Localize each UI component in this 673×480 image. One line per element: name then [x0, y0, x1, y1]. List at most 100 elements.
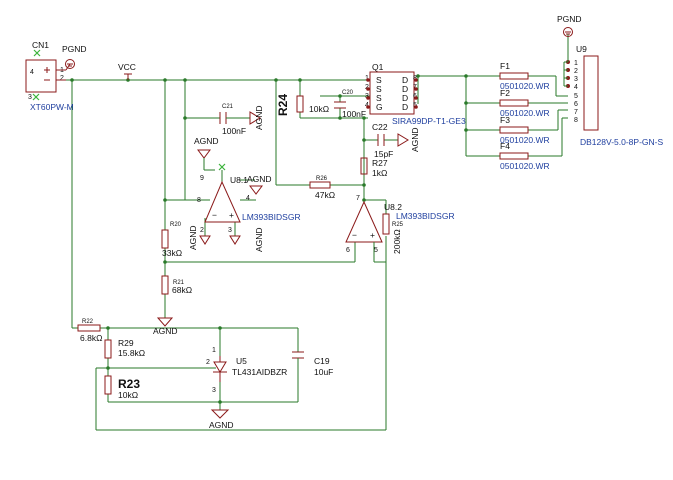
svg-text:68kΩ: 68kΩ [172, 285, 192, 295]
agnd-icon [397, 133, 409, 147]
svg-text:LM393BIDSGR: LM393BIDSGR [242, 212, 301, 222]
cn1-ref: CN1 [32, 40, 49, 50]
svg-text:PGND: PGND [62, 44, 87, 54]
svg-text:S: S [376, 75, 382, 85]
pgnd-icon [563, 27, 573, 37]
agnd-icon [249, 185, 263, 195]
svg-text:+: + [229, 210, 234, 220]
svg-text:R21: R21 [173, 280, 185, 286]
connector-u9: PGND U9 DB128V-5.0-8P-GN-S 1 2 3 4 5 6 7… [557, 14, 663, 147]
svg-text:100nF: 100nF [222, 126, 246, 136]
svg-text:+: + [370, 230, 375, 240]
svg-text:3: 3 [228, 227, 232, 234]
svg-text:−: − [212, 210, 217, 220]
capacitor-c20: C20 100nF [334, 90, 366, 119]
svg-text:10kΩ: 10kΩ [118, 390, 138, 400]
svg-text:10kΩ: 10kΩ [309, 104, 329, 114]
svg-text:15pF: 15pF [374, 149, 393, 159]
svg-text:−: − [352, 230, 357, 240]
svg-text:AGND: AGND [153, 326, 178, 336]
svg-text:0501020.WR: 0501020.WR [500, 108, 550, 118]
resistor-r29: R29 15.8kΩ [104, 338, 145, 359]
cn1-part: XT60PW-M [30, 102, 74, 112]
svg-text:6: 6 [574, 101, 578, 108]
svg-text:F2: F2 [500, 88, 510, 98]
fuse-f1: F1 0501020.WR [499, 61, 550, 91]
svg-text:U8.1: U8.1 [230, 175, 248, 185]
agnd-icon [229, 235, 241, 245]
u9-pins: 1 2 3 4 5 6 7 8 [574, 60, 578, 124]
svg-text:AGND: AGND [410, 127, 420, 152]
svg-text:R27: R27 [372, 158, 388, 168]
svg-text:Q1: Q1 [372, 62, 384, 72]
resistor-r22: R22 6.8kΩ [77, 319, 102, 343]
svg-text:U5: U5 [236, 356, 247, 366]
svg-text:1: 1 [574, 60, 578, 67]
svg-text:F1: F1 [500, 61, 510, 71]
svg-text:U9: U9 [576, 44, 587, 54]
svg-text:F3: F3 [500, 115, 510, 125]
svg-text:5: 5 [574, 93, 578, 100]
svg-text:4: 4 [30, 69, 34, 76]
resistor-r23: R23 10kΩ [104, 375, 140, 400]
svg-text:U8.2: U8.2 [384, 202, 402, 212]
pgnd-symbol-cn1: PGND [62, 44, 87, 69]
svg-text:AGND: AGND [247, 174, 272, 184]
svg-text:S: S [376, 84, 382, 94]
svg-text:3: 3 [28, 94, 32, 101]
svg-text:6: 6 [413, 93, 417, 100]
svg-text:5: 5 [413, 102, 417, 109]
svg-text:AGND: AGND [254, 227, 264, 252]
svg-text:10uF: 10uF [314, 367, 333, 377]
svg-text:C21: C21 [222, 104, 234, 110]
capacitor-c19: C19 10uF [292, 351, 333, 377]
svg-text:S: S [376, 93, 382, 103]
agnd-icon [197, 149, 211, 159]
svg-text:SIRA99DP-T1-GE3: SIRA99DP-T1-GE3 [392, 116, 466, 126]
svg-text:100nF: 100nF [342, 109, 366, 119]
svg-text:R22: R22 [82, 319, 94, 325]
svg-text:4: 4 [365, 102, 369, 109]
svg-text:AGND: AGND [194, 136, 219, 146]
resistor-r21: R21 68kΩ AGND [153, 275, 192, 336]
svg-text:8: 8 [197, 197, 201, 204]
svg-text:F4: F4 [500, 141, 510, 151]
svg-text:15.8kΩ: 15.8kΩ [118, 348, 145, 358]
svg-text:0501020.WR: 0501020.WR [500, 81, 550, 91]
svg-text:D: D [402, 102, 408, 112]
svg-text:C19: C19 [314, 356, 330, 366]
svg-text:33kΩ: 33kΩ [162, 248, 182, 258]
svg-text:C20: C20 [342, 90, 354, 96]
svg-text:AGND: AGND [254, 105, 264, 130]
svg-text:TL431AIDBZR: TL431AIDBZR [232, 367, 287, 377]
svg-text:VCC: VCC [118, 62, 136, 72]
agnd-icon [210, 409, 230, 419]
agnd-icon [249, 111, 261, 125]
svg-text:1: 1 [212, 347, 216, 354]
fuse-f3: F3 0501020.WR [499, 115, 550, 145]
svg-text:6.8kΩ: 6.8kΩ [80, 333, 102, 343]
svg-text:7: 7 [574, 109, 578, 116]
svg-text:R20: R20 [170, 222, 182, 228]
svg-text:R26: R26 [316, 176, 328, 182]
svg-text:G: G [376, 102, 383, 112]
svg-text:1kΩ: 1kΩ [372, 168, 387, 178]
svg-text:4: 4 [574, 84, 578, 91]
resistor-r24: R24 10kΩ [276, 94, 329, 116]
capacitor-c21: C21 100nF AGND [219, 104, 264, 136]
svg-text:R24: R24 [276, 94, 290, 116]
svg-text:1: 1 [365, 75, 369, 82]
svg-text:2: 2 [200, 227, 204, 234]
resistor-r27: R27 1kΩ [360, 157, 388, 178]
svg-text:LM393BIDSGR: LM393BIDSGR [396, 211, 455, 221]
svg-text:D: D [402, 93, 408, 103]
svg-text:2: 2 [206, 359, 210, 366]
svg-text:3: 3 [574, 76, 578, 83]
svg-text:3: 3 [365, 93, 369, 100]
svg-text:200kΩ: 200kΩ [392, 229, 402, 254]
svg-text:AGND: AGND [188, 225, 198, 250]
mosfet-q1: Q1 SIRA99DP-T1-GE3 S S S G D D D D 1 2 3… [365, 62, 466, 126]
resistor-r25: R25 200kΩ [382, 213, 404, 254]
svg-text:2: 2 [365, 84, 369, 91]
